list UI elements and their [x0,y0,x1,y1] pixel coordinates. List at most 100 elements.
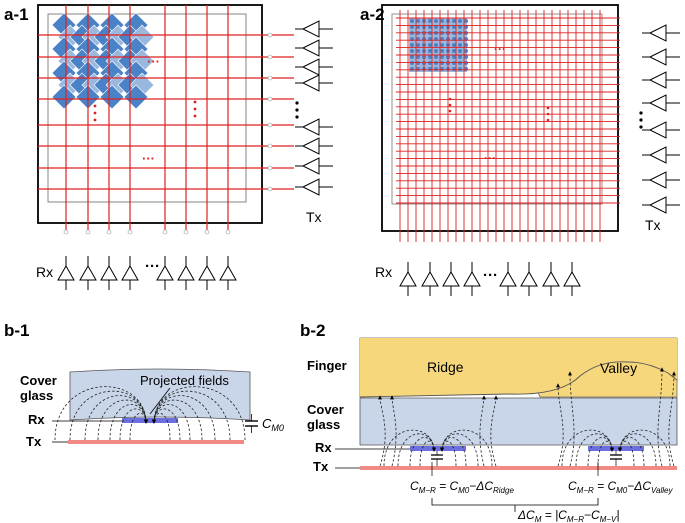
b1-cover-label-1: Cover [20,373,57,388]
b1-projected-leader [149,387,171,415]
b1-rx-electrode [122,418,178,423]
a1-pixel [51,84,77,110]
b2-eq-valley: CM−R = CM0−ΔCValley [568,479,673,495]
b2-tx-label: Tx [313,459,329,474]
a1-ellipsis-v1 [93,104,97,122]
b2-field-lines [378,367,676,467]
b1-tx-label: Tx [26,434,42,449]
a2-pixel [434,61,438,65]
a1-ellipsis-h2: ··· [142,151,155,166]
a2-tx-driver-triangle [648,94,667,112]
a1-ellipsis-v3 [295,101,299,119]
b1-cover-label-2: glass [20,388,53,403]
a2-pixel [440,43,444,47]
b1-field-line [152,412,171,441]
b2-rx-electrode-valley [588,446,644,451]
panel-a2: a-2 ··· ··· ··· Tx Rx [360,4,680,296]
b1-projected-field-lines [54,386,246,441]
a1-rx-node [225,229,231,235]
a2-pixel-array [409,18,468,72]
a1-rx-node [106,229,112,235]
b2-field-line [490,395,498,467]
a2-pixel [458,61,462,65]
b1-cover-glass [69,368,251,421]
a2-ellipsis-h2: ··· [484,151,496,165]
a2-outer-frame [381,4,619,232]
b2-field-line [568,371,575,467]
a2-rx-amplifiers [399,262,581,296]
a2-pixel [410,55,414,59]
a2-tx-label: Tx [645,217,661,233]
a2-electrode-grid [396,10,620,242]
a1-tx-driver-triangle [301,157,320,175]
a2-pixel [440,25,444,29]
a1-electrode-grid [38,5,294,235]
a2-tx-driver-triangle [648,146,667,164]
a2-pixel [464,25,468,29]
a2-pixel [452,55,456,59]
a1-tx-node [267,96,273,102]
a1-rx-amplifiers [57,256,237,290]
a2-pixel [464,49,468,53]
b2-cover-label-1: Cover [307,402,344,417]
a2-pixel [416,25,420,29]
a2-pixel [410,43,414,47]
a1-tx-node [267,122,273,128]
a1-tx-node [267,75,273,81]
a1-tx-node [267,165,273,171]
a2-pixel [440,61,444,65]
a2-pixel [416,49,420,53]
a1-rx-amp-triangle [198,264,216,281]
a2-pixel [434,55,438,59]
b2-tx-electrode [360,466,677,470]
a1-tx-label: Tx [306,209,322,225]
a2-rx-label: Rx [375,264,392,280]
a2-pixel [458,49,462,53]
a2-pixel [440,19,444,23]
b1-field-line [109,404,148,441]
b2-field-line [556,383,564,467]
b1-projected-label: Projected fields [140,373,229,388]
a2-pixel [464,55,468,59]
a1-tx-driver-triangle [301,137,320,155]
b2-finger-edge [359,361,678,398]
a2-pixel [440,67,444,71]
b2-field-line [587,437,614,467]
b2-delta-bracket [431,498,599,506]
a1-outer-frame [37,4,263,224]
panel-a1: a-1 ··· ··· ··· Tx Rx [4,4,333,290]
a2-pixel [440,49,444,53]
b1-field-line [152,404,191,441]
a2-pixel [416,43,420,47]
b2-finger-fill [360,338,677,397]
a2-pixel [458,55,462,59]
a2-pixel [452,61,456,65]
a2-pixel [416,67,420,71]
a2-rx-amp-triangle [563,270,581,287]
a1-tx-node [267,143,273,149]
a2-pixel [434,49,438,53]
a1-rx-amp-triangle [177,264,195,281]
a1-rx-amp-triangle [100,264,118,281]
b1-tx-electrode [68,440,244,444]
a1-rx-amp-triangle [121,264,139,281]
a2-pixel [410,19,414,23]
a2-pixel [458,25,462,29]
b2-field-line [378,395,386,467]
a2-pixel [416,61,420,65]
a1-rx-node [183,229,189,235]
a2-pixel [458,19,462,23]
a2-pixel [452,49,456,53]
a2-tx-driver-triangle [648,171,667,189]
a1-pixel-array [51,12,155,110]
b2-eq-delta: ΔCM = |CM−R−CM−V| [517,508,619,523]
a2-pixel [452,67,456,71]
a2-rx-amp-triangle [542,270,560,287]
panel-a2-label: a-2 [360,5,385,24]
b1-field-line [54,386,148,441]
a1-ellipsis-rx: ··· [145,258,160,275]
b1-field-line [129,412,148,441]
a2-pixel [416,19,420,23]
a2-pixel [464,19,468,23]
